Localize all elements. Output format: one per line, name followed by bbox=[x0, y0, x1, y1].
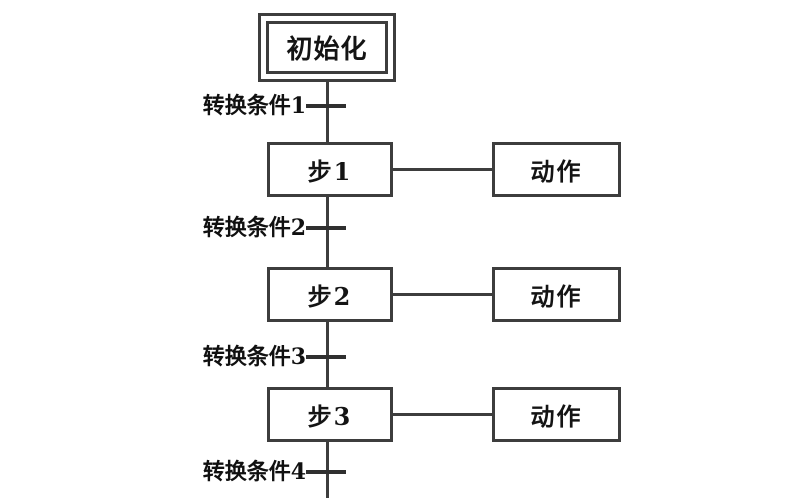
connector-line-2 bbox=[393, 293, 492, 296]
initial-step-box: 初始化 bbox=[258, 13, 396, 82]
transition-tick-3 bbox=[306, 355, 346, 359]
step-box-1: 步1 bbox=[267, 142, 393, 197]
step-box-2: 步2 bbox=[267, 267, 393, 322]
action-box-1: 动作 bbox=[492, 142, 621, 197]
transition-label-2: 转换条件2 bbox=[202, 215, 306, 241]
transition-tick-1 bbox=[306, 104, 346, 108]
action-box-3: 动作 bbox=[492, 387, 621, 442]
initial-step-label: 初始化 bbox=[266, 21, 388, 74]
step-box-3: 步3 bbox=[267, 387, 393, 442]
transition-label-4: 转换条件4 bbox=[202, 459, 306, 485]
transition-label-1: 转换条件1 bbox=[202, 93, 306, 119]
transition-label-3: 转换条件3 bbox=[202, 344, 306, 370]
transition-tick-4 bbox=[306, 470, 346, 474]
connector-line-3 bbox=[393, 413, 492, 416]
connector-line-1 bbox=[393, 168, 492, 171]
transition-tick-2 bbox=[306, 226, 346, 230]
action-box-2: 动作 bbox=[492, 267, 621, 322]
